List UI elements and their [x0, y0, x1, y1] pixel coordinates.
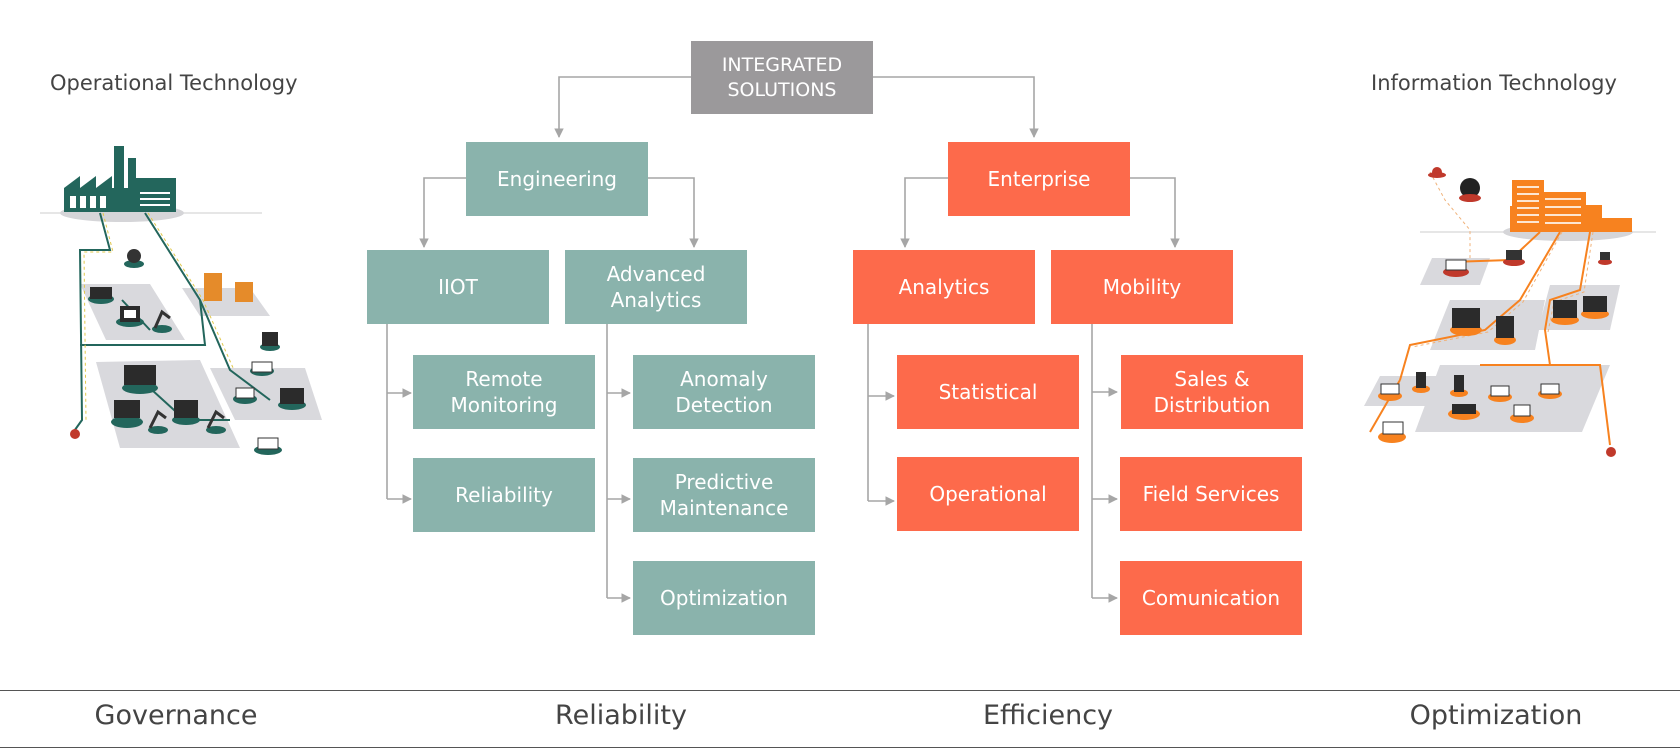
reliability-node: Reliability: [413, 458, 595, 532]
analytics-node: Analytics: [853, 250, 1035, 324]
footer-reliability: Reliability: [555, 700, 687, 731]
operational-technology-title: Operational Technology: [50, 71, 298, 95]
footer-efficiency: Efficiency: [982, 700, 1114, 731]
footer-governance: Governance: [94, 700, 258, 731]
footer-optimization: Optimization: [1409, 700, 1583, 731]
engineering-node: Engineering: [466, 142, 648, 216]
footer-top-divider: [0, 690, 1680, 691]
remote-monitoring-node: Remote Monitoring: [413, 355, 595, 429]
field-services-node: Field Services: [1120, 457, 1302, 531]
comunication-node: Comunication: [1120, 561, 1302, 635]
root-node: INTEGRATED SOLUTIONS: [691, 41, 873, 114]
enterprise-node: Enterprise: [948, 142, 1130, 216]
statistical-node: Statistical: [897, 355, 1079, 429]
predictive-maintenance-node: Predictive Maintenance: [633, 458, 815, 532]
anomaly-detection-node: Anomaly Detection: [633, 355, 815, 429]
operational-node: Operational: [897, 457, 1079, 531]
mobility-node: Mobility: [1051, 250, 1233, 324]
optimization-node: Optimization: [633, 561, 815, 635]
footer-bottom-divider: [0, 747, 1680, 748]
information-technology-title: Information Technology: [1371, 71, 1617, 95]
iiot-node: IIOT: [367, 250, 549, 324]
advanced-analytics-node: Advanced Analytics: [565, 250, 747, 324]
sales-distribution-node: Sales & Distribution: [1121, 355, 1303, 429]
